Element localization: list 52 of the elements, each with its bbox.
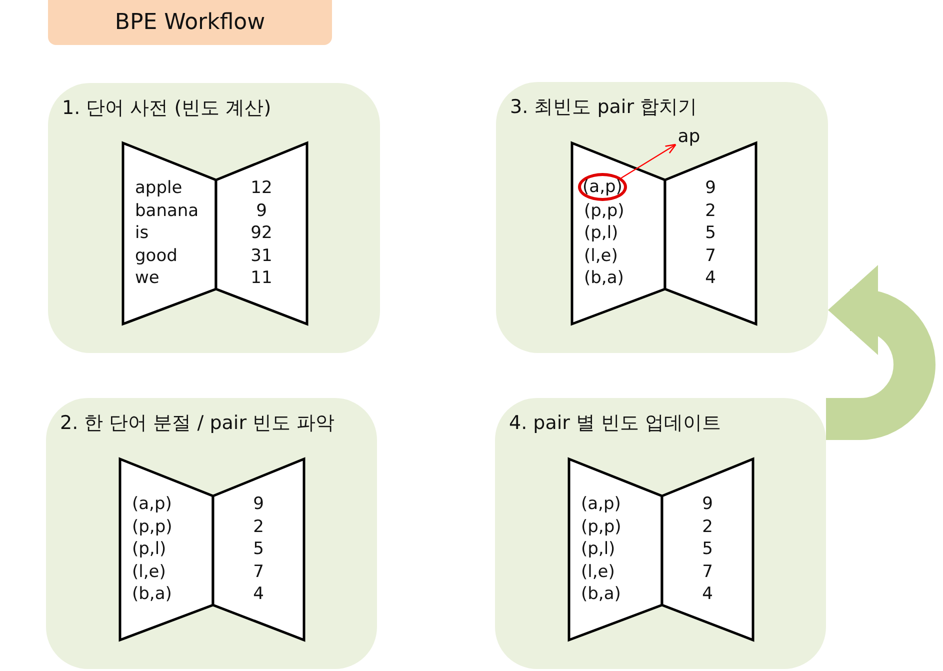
- panel-title: 3. 최빈도 pair 합치기: [510, 95, 698, 120]
- panel-title: 4. pair 별 빈도 업데이트: [509, 411, 722, 436]
- pair-text: banana: [135, 200, 199, 222]
- panel-title: 1. 단어 사전 (빈도 계산): [62, 96, 272, 121]
- count-text: 5: [701, 538, 714, 560]
- count-text: 9: [252, 493, 265, 515]
- count-text: 4: [252, 583, 265, 605]
- arrow: [620, 144, 676, 178]
- panel-title: 2. 한 단어 분절 / pair 빈도 파악: [60, 411, 335, 436]
- count-text: 12: [250, 177, 274, 199]
- merged-pair-label: ap: [672, 125, 706, 149]
- count-text: 9: [255, 200, 268, 222]
- pair-text: apple: [135, 177, 182, 199]
- count-text: 92: [250, 222, 274, 244]
- count-text: 4: [704, 267, 717, 289]
- count-text: 2: [252, 516, 265, 538]
- pair-text: (a,p): [581, 493, 621, 515]
- count-text: 5: [252, 538, 265, 560]
- count-text: 2: [704, 200, 717, 222]
- step-panel: [495, 398, 826, 669]
- pair-text: (b,a): [581, 583, 621, 605]
- count-text: 2: [701, 516, 714, 538]
- pair-text: (b,a): [584, 267, 624, 289]
- pair-text: (b,a): [132, 583, 172, 605]
- pair-text: good: [135, 244, 178, 266]
- pair-text: (l,e): [132, 560, 166, 582]
- pair-text: (a,p): [132, 493, 172, 515]
- pair-text: is: [135, 222, 149, 244]
- circled-pair: (a,p): [578, 173, 627, 201]
- count-text: 9: [701, 493, 714, 515]
- count-text: 11: [250, 267, 274, 289]
- pair-text: (l,e): [581, 560, 615, 582]
- pair-text: (p,p): [132, 516, 172, 538]
- pair-text: (p,p): [581, 516, 622, 538]
- step-panel: [496, 82, 828, 353]
- pair-text: we: [135, 267, 160, 289]
- step-panel: [46, 398, 377, 669]
- count-text: 9: [704, 177, 717, 199]
- count-text: 4: [701, 583, 714, 605]
- count-text: 7: [252, 560, 265, 582]
- pair-text: (p,l): [581, 538, 616, 560]
- title-banner: BPE Workflow: [48, 0, 332, 45]
- count-text: 31: [250, 244, 274, 266]
- pair-text: (p,p): [584, 200, 624, 222]
- count-text: 7: [701, 560, 714, 582]
- pair-text: (l,e): [584, 244, 618, 266]
- pair-text: (p,l): [132, 538, 166, 560]
- pair-text: (p,l): [584, 222, 618, 244]
- count-text: 7: [704, 244, 717, 266]
- loop-arrow: [826, 265, 936, 440]
- step-panel: [48, 83, 380, 353]
- count-text: 5: [704, 222, 717, 244]
